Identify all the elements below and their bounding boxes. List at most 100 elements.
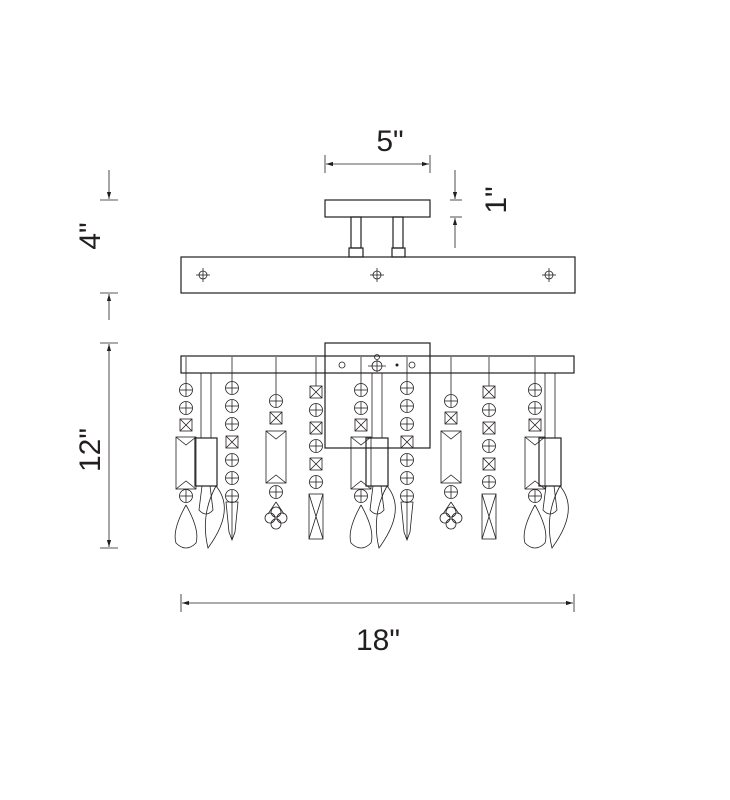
dimension-canopy-width: 5": [324, 125, 431, 173]
flower-petal: [445, 518, 457, 530]
square-bead: [444, 411, 458, 425]
bead-facet: [179, 418, 193, 432]
square-bead: [482, 385, 496, 399]
bulb-icon: [198, 485, 214, 515]
dimension-label-12in: 12": [74, 428, 107, 472]
octagon-bead: [400, 417, 414, 431]
lamp-socket: [194, 372, 225, 549]
flower-petal: [451, 512, 463, 524]
flower-petal: [439, 512, 451, 524]
crystal-strand: [439, 357, 463, 530]
bead-facet: [482, 385, 496, 399]
octagon-bead: [269, 394, 283, 408]
prism-crystal: [175, 436, 197, 490]
lamp-socket: [538, 372, 569, 549]
square-bead: [269, 411, 283, 425]
bead-facet: [400, 435, 414, 449]
lamp-socket: [365, 372, 396, 549]
octagon-bead: [528, 489, 542, 503]
octagon-bead: [482, 475, 496, 489]
pendant-drop-crystal: [225, 501, 239, 542]
square-bead: [309, 385, 323, 399]
dimension-label-5in: 5": [376, 125, 403, 158]
crystal-strand: [481, 357, 497, 540]
square-bead: [225, 435, 239, 449]
prism-facet: [350, 436, 372, 490]
crystal-strand: [400, 357, 414, 542]
flower-petal: [270, 518, 282, 530]
crystal-bar: [180, 355, 575, 374]
square-bead: [309, 421, 323, 435]
octagon-bead: [444, 394, 458, 408]
socket-cup: [194, 437, 218, 487]
rectangle-facet: [308, 493, 324, 540]
mounting-hole-icon: [196, 268, 210, 282]
socket-cup: [538, 437, 562, 487]
teardrop-crystal: [523, 504, 547, 549]
octagon-bead: [400, 471, 414, 485]
square-bead: [309, 457, 323, 471]
prism-crystal: [440, 430, 462, 484]
socket-cup: [365, 437, 389, 487]
flower-petal: [445, 506, 457, 518]
octagon-bead: [354, 489, 368, 503]
octagon-bead: [309, 439, 323, 453]
octagon-bead: [179, 401, 193, 415]
dimension-label-1in: 1": [480, 186, 513, 213]
bead-facet: [354, 418, 368, 432]
post-right: [392, 216, 404, 249]
bead-facet: [225, 435, 239, 449]
octagon-bead: [354, 383, 368, 397]
dimension-body-height: 12": [74, 342, 118, 549]
bead-facet: [482, 457, 496, 471]
square-bead: [528, 418, 542, 432]
bead-facet: [309, 457, 323, 471]
socket-stem: [371, 372, 383, 439]
rectangle-facet: [481, 493, 497, 540]
dimension-canopy-height: 1": [450, 170, 513, 248]
rectangle-crystal: [481, 493, 497, 540]
post-left: [350, 216, 362, 249]
bead-facet: [269, 411, 283, 425]
square-bead: [354, 418, 368, 432]
octagon-bead: [225, 417, 239, 431]
prism-crystal: [524, 436, 546, 490]
front-view: [174, 342, 575, 549]
mounting-bar: [180, 256, 576, 294]
square-bead: [179, 418, 193, 432]
bead-facet: [528, 418, 542, 432]
post-base-right: [391, 247, 406, 258]
octagon-bead: [269, 485, 283, 499]
crystal-strand: [264, 357, 288, 530]
teardrop-crystal: [174, 504, 198, 549]
prism-facet: [524, 436, 546, 490]
bulb-icon: [369, 485, 385, 515]
crystal-strand: [225, 357, 239, 542]
mounting-hole-icon: [370, 268, 384, 282]
prism-facet: [265, 430, 287, 484]
dimension-label-18in: 18": [356, 624, 400, 657]
post-base-left: [348, 247, 364, 258]
prism-facet: [175, 436, 197, 490]
candle-flame-icon: [548, 485, 569, 549]
dimension-overall-width: 18": [180, 594, 575, 657]
octagon-bead: [444, 485, 458, 499]
candle-flame-icon: [375, 485, 396, 549]
pendant-drop-crystal: [400, 501, 414, 542]
socket-stem: [200, 372, 212, 439]
bead-facet: [482, 421, 496, 435]
octagon-bead: [309, 475, 323, 489]
octagon-bead: [225, 453, 239, 467]
octagon-bead: [482, 439, 496, 453]
octagon-bead: [400, 399, 414, 413]
octagon-bead: [400, 453, 414, 467]
octagon-bead: [179, 489, 193, 503]
crystal-strand: [349, 357, 373, 549]
crystal-strand: [523, 357, 547, 549]
octagon-bead: [225, 381, 239, 395]
socket-stem: [544, 372, 556, 439]
bead-facet: [309, 385, 323, 399]
octagon-bead: [354, 401, 368, 415]
bead-facet: [309, 421, 323, 435]
octagon-bead: [309, 403, 323, 417]
